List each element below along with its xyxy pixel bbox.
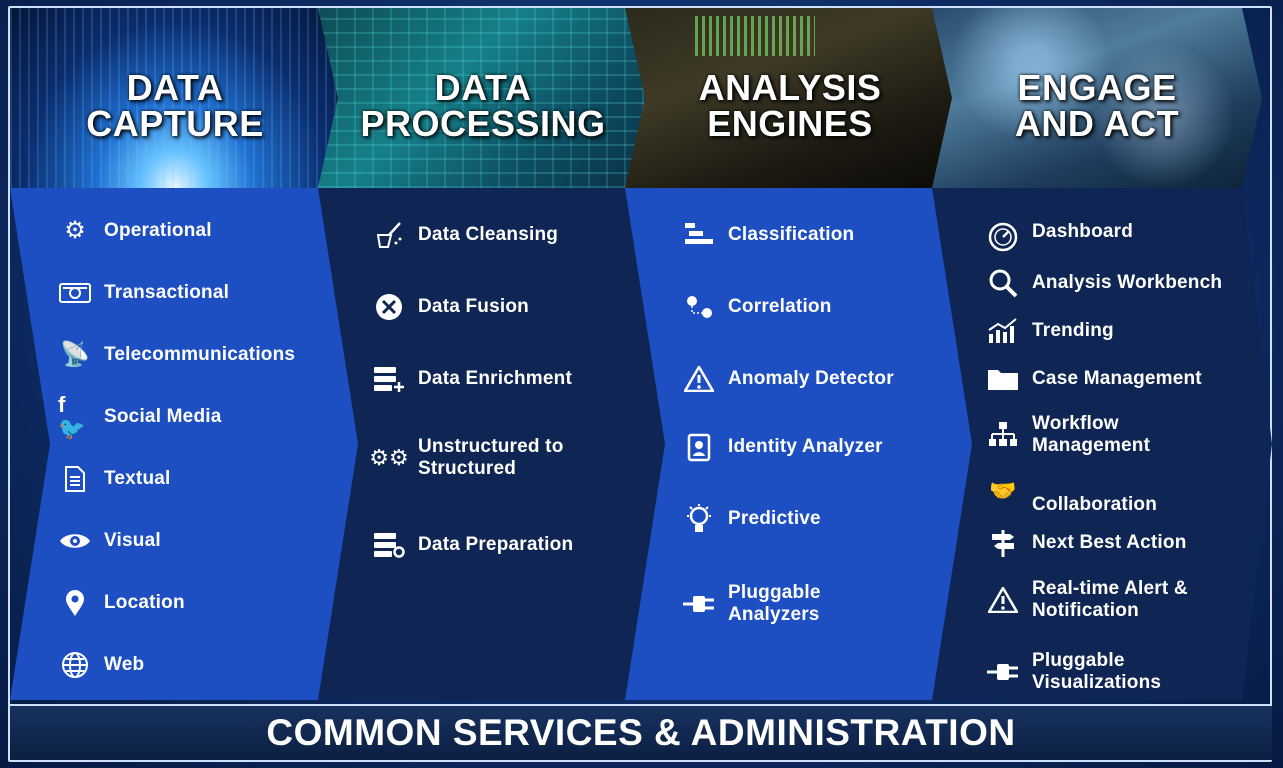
- fusion-icon: [372, 292, 406, 322]
- list-item: Textual: [58, 464, 171, 494]
- social-media-icon: f🐦: [58, 392, 86, 441]
- list-icon: [682, 220, 716, 250]
- list-item: Real-time Alert &Notification: [986, 578, 1188, 622]
- list-item: Transactional: [58, 278, 229, 308]
- money-icon: [58, 278, 92, 308]
- eye-icon: [58, 526, 92, 556]
- list-item: Data Preparation: [372, 530, 573, 560]
- signpost-icon: [986, 528, 1020, 558]
- list-item: Data Cleansing: [372, 220, 558, 250]
- gears-icon: ⚙⚙: [369, 445, 409, 470]
- lightbulb-icon: [682, 504, 716, 534]
- list-item: Classification: [682, 220, 854, 250]
- list-item: Web: [58, 650, 144, 680]
- hierarchy-icon: [986, 420, 1020, 450]
- list-item: Correlation: [682, 292, 832, 322]
- map-pin-icon: [58, 588, 92, 618]
- list-item: 🤝 Collaboration: [986, 466, 1157, 516]
- footer-label: COMMON SERVICES & ADMINISTRATION: [266, 712, 1016, 753]
- search-icon: [986, 268, 1020, 298]
- column-analysis-engines: [625, 188, 975, 700]
- gear-icon: ⚙: [64, 217, 86, 244]
- folder-icon: [986, 364, 1020, 394]
- handshake-icon: 🤝: [989, 478, 1017, 503]
- server-plus-icon: [372, 364, 406, 394]
- outer-frame: [8, 6, 1272, 762]
- alert-icon: [986, 585, 1020, 615]
- list-item: f🐦 Social Media: [58, 392, 222, 441]
- correlation-icon: [682, 292, 716, 322]
- trending-icon: [986, 316, 1020, 346]
- gauge-icon: [986, 222, 1020, 252]
- id-badge-icon: [682, 432, 716, 462]
- list-item: Location: [58, 588, 185, 618]
- list-item: Visual: [58, 526, 161, 556]
- list-item: Data Enrichment: [372, 364, 572, 394]
- list-item: Dashboard: [986, 221, 1133, 252]
- column-data-capture: [10, 188, 360, 700]
- list-item: Trending: [986, 316, 1114, 346]
- multi-line-label: Real-time Alert &Notification: [1032, 578, 1188, 621]
- warning-icon: [682, 364, 716, 394]
- list-item: ⚙ Operational: [58, 216, 212, 246]
- satellite-dish-icon: 📡: [60, 341, 90, 368]
- list-item: Data Fusion: [372, 292, 529, 322]
- list-item: 📡 Telecommunications: [58, 340, 295, 370]
- broom-icon: [372, 220, 406, 250]
- plug-icon: [682, 589, 716, 619]
- footer-common-services: COMMON SERVICES & ADMINISTRATION: [10, 704, 1272, 760]
- list-item: Analysis Workbench: [986, 268, 1222, 298]
- list-item: Identity Analyzer: [682, 432, 883, 462]
- column-data-processing: [318, 188, 668, 700]
- document-icon: [58, 464, 92, 494]
- column-engage-and-act: [932, 188, 1272, 700]
- list-item: Next Best Action: [986, 528, 1187, 558]
- plug-icon: [986, 657, 1020, 687]
- list-item: Anomaly Detector: [682, 364, 894, 394]
- server-gear-icon: [372, 530, 406, 560]
- list-item: Case Management: [986, 364, 1202, 394]
- globe-icon: [58, 650, 92, 680]
- list-item: Predictive: [682, 504, 821, 534]
